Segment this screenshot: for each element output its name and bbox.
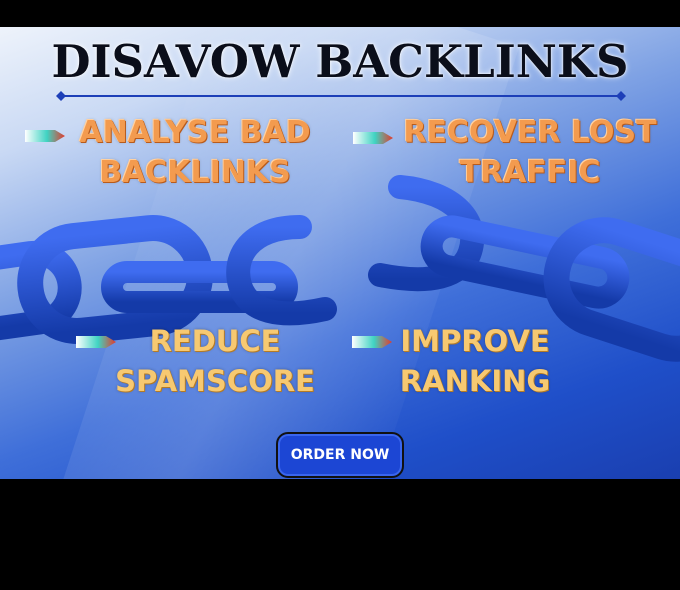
feature-improve-ranking: IMPROVE RANKING bbox=[385, 321, 565, 401]
feature-line: ANALYSE BAD bbox=[79, 115, 311, 150]
feature-line: REDUCE bbox=[149, 324, 281, 358]
order-now-button[interactable]: ORDER NOW bbox=[276, 432, 404, 478]
feature-line: IMPROVE bbox=[400, 324, 550, 358]
broken-chain-icon bbox=[0, 175, 680, 362]
feature-line: BACKLINKS bbox=[99, 155, 291, 190]
feature-analyse-bad-backlinks: ANALYSE BAD BACKLINKS bbox=[60, 113, 330, 193]
feature-line: SPAMSCORE bbox=[115, 364, 315, 398]
arrow-bullet-icon bbox=[76, 336, 116, 348]
arrow-bullet-icon bbox=[25, 130, 65, 142]
page-title: DISAVOW BACKLINKS bbox=[51, 35, 629, 88]
chain-link-right-broken bbox=[368, 175, 485, 292]
chain-link-right-2 bbox=[420, 215, 630, 309]
promo-banner: DISAVOW BACKLINKS ANALYSE BAD BACKLINKS … bbox=[0, 27, 680, 479]
title-underline bbox=[56, 91, 626, 101]
arrow-bullet-icon bbox=[352, 336, 392, 348]
feature-line: RECOVER LOST bbox=[403, 115, 657, 150]
feature-reduce-spamscore: REDUCE SPAMSCORE bbox=[110, 321, 320, 401]
arrow-bullet-icon bbox=[353, 132, 393, 144]
feature-recover-lost-traffic: RECOVER LOST TRAFFIC bbox=[390, 113, 670, 193]
feature-line: TRAFFIC bbox=[459, 155, 601, 190]
chain-link-left-broken bbox=[226, 215, 337, 326]
chain-link-left-1 bbox=[0, 240, 82, 344]
chain-link-left-3 bbox=[101, 261, 298, 313]
chain-link-right-3 bbox=[543, 217, 680, 362]
feature-line: RANKING bbox=[399, 364, 551, 398]
